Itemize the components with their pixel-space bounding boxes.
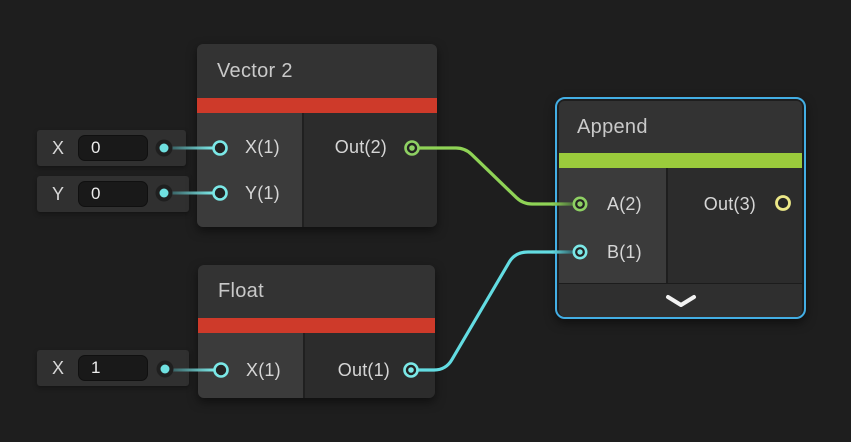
node-title: Vector 2 [217, 60, 293, 82]
widget-label: X [52, 138, 65, 158]
type-color-bar [559, 153, 802, 168]
port-append-b1[interactable] [572, 244, 588, 260]
node-vector2-header[interactable]: Vector 2 [197, 44, 437, 98]
input-port-section [559, 168, 666, 283]
node-vector2[interactable]: Vector 2 X(1) Y(1) Out(2) [197, 44, 437, 227]
port-label-x1: X(1) [246, 360, 281, 380]
node-float-header[interactable]: Float [198, 265, 435, 318]
output-port-section [304, 113, 437, 227]
port-dot-icon[interactable] [159, 188, 169, 198]
chevron-down-icon[interactable] [664, 294, 698, 308]
input-port-section [197, 113, 302, 227]
port-label-out2: Out(2) [334, 137, 387, 157]
port-label-out3: Out(3) [703, 194, 756, 214]
port-append-a2[interactable] [572, 196, 588, 212]
edge-out1-to-b1[interactable] [409, 250, 558, 372]
port-label-x1: X(1) [245, 137, 280, 157]
port-label-out1: Out(1) [337, 360, 390, 380]
port-float-out1[interactable] [403, 362, 419, 378]
port-label-a2: A(2) [607, 194, 642, 214]
port-vector2-y1[interactable] [212, 185, 228, 201]
port-label-y1: Y(1) [245, 183, 280, 203]
port-append-out3[interactable] [775, 195, 791, 211]
port-dot-icon[interactable] [160, 364, 170, 374]
node-float[interactable]: Float X(1) Out(1) [198, 265, 435, 398]
widget-label: Y [52, 184, 65, 204]
node-append-header[interactable]: Append [559, 101, 802, 153]
float-x-value-field[interactable] [78, 355, 148, 381]
type-color-bar [197, 98, 437, 113]
edge-out2-to-a2[interactable] [410, 146, 558, 206]
port-label-b1: B(1) [607, 242, 642, 262]
port-vector2-x1[interactable] [212, 140, 228, 156]
port-float-x1[interactable] [213, 362, 229, 378]
vector2-y-value-field[interactable] [78, 181, 148, 207]
port-dot-icon[interactable] [159, 143, 169, 153]
node-title: Append [577, 116, 648, 138]
widget-label: X [52, 358, 65, 378]
output-port-section [668, 168, 802, 283]
node-title: Float [218, 280, 264, 302]
node-collapse-bar[interactable] [559, 283, 802, 317]
port-vector2-out2[interactable] [404, 140, 420, 156]
node-append-selected[interactable]: Append A(2) B(1) Out(3) [555, 97, 806, 319]
widget-vector2-y[interactable]: Y [37, 176, 189, 212]
vector2-x-value-field[interactable] [78, 135, 148, 161]
type-color-bar [198, 318, 435, 333]
